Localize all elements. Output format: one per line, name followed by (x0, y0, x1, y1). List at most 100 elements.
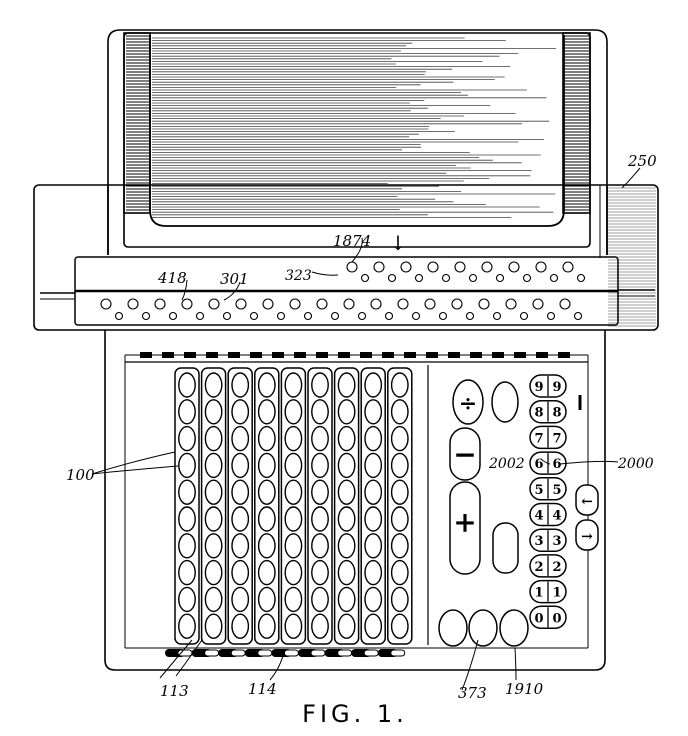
amount-key (178, 399, 196, 425)
minus-key[interactable] (449, 427, 481, 481)
upper-register-pin (360, 273, 370, 283)
blank-key-lower[interactable] (492, 522, 519, 574)
key-column-frame (200, 367, 227, 645)
amount-key (231, 425, 250, 452)
amount-key (178, 425, 196, 452)
release-bar-slot (390, 649, 406, 657)
digit-key-right-label: 7 (552, 431, 561, 446)
amount-key (364, 452, 383, 479)
housing-band (33, 184, 659, 331)
release-bar-slot (337, 649, 353, 657)
amount-key (178, 452, 196, 479)
bottom-key-373[interactable] (468, 609, 498, 647)
upper-register-dial (562, 261, 574, 273)
upper-register-pin (522, 273, 532, 283)
bottom-key-left[interactable] (438, 609, 468, 647)
digit-key-left-label: 8 (534, 406, 543, 421)
lower-register-dial (154, 298, 166, 310)
minus-glyph: − (453, 438, 476, 471)
release-bar-slot (204, 649, 220, 657)
lower-register-dial (289, 298, 301, 310)
ref-301: 301 (220, 270, 249, 288)
amount-key (204, 425, 223, 452)
lower-register-dial (208, 298, 220, 310)
lower-register-dial (316, 298, 328, 310)
ref-2002: 2002 (488, 456, 525, 472)
amount-key (337, 506, 356, 532)
lower-register-dial (127, 298, 139, 310)
amount-key (178, 586, 196, 613)
digit-key-left-label: 7 (534, 431, 543, 446)
lower-register-dial (181, 298, 193, 310)
amount-key (284, 372, 303, 398)
amount-key (337, 479, 356, 505)
ledge-block (558, 352, 570, 358)
amount-key (311, 586, 329, 613)
lower-register-dial (262, 298, 274, 310)
amount-key (337, 399, 356, 425)
amount-key (204, 559, 223, 586)
key-column-frame (307, 367, 333, 645)
amount-key (204, 372, 223, 398)
figure-caption: FIG. 1. (302, 700, 408, 728)
digit-key-left-label: 1 (534, 586, 543, 601)
release-bar-slot (310, 649, 326, 657)
lower-register-pin (573, 311, 583, 321)
right-arrow-key[interactable] (575, 519, 599, 551)
amount-key (337, 452, 356, 479)
upper-register-dial (508, 261, 520, 273)
key-column-frame (174, 367, 200, 645)
amount-key (364, 533, 383, 559)
amount-key (284, 479, 303, 505)
lower-register-pin (411, 311, 421, 321)
amount-key (284, 533, 303, 559)
amount-key (311, 559, 329, 586)
ledge-block (140, 352, 152, 358)
amount-key (390, 425, 409, 452)
amount-key (337, 372, 356, 398)
release-bar-slot (363, 649, 379, 657)
key-column-frame (333, 367, 360, 645)
blank-key-upper[interactable] (491, 381, 519, 423)
ref-1874: 1874 (333, 232, 371, 250)
lower-register-pin (276, 311, 286, 321)
lower-register-dial (478, 298, 490, 310)
lower-register-pin (330, 311, 340, 321)
digit-key-right-label: 1 (552, 586, 561, 601)
amount-key (284, 452, 303, 479)
indicator-arrow: ↓ (390, 231, 407, 255)
key-column-frame (360, 367, 386, 645)
digit-key-right-label: 3 (552, 534, 561, 549)
upper-register-pin (576, 273, 586, 283)
amount-key (257, 506, 276, 532)
amount-key (364, 399, 383, 425)
lower-register-pin (438, 311, 448, 321)
ledge-block (492, 352, 504, 358)
ref-100: 100 (66, 466, 95, 484)
ledge-block (228, 352, 240, 358)
divide-key[interactable] (452, 379, 484, 425)
plus-key[interactable] (449, 481, 481, 575)
digit-key-left-label: 0 (534, 611, 543, 626)
digit-key-left-label: 5 (534, 483, 543, 498)
arrow-left-glyph: ← (581, 494, 593, 510)
digit-key-right-label: 2 (552, 560, 561, 575)
amount-key (337, 533, 356, 559)
lower-register-pin (222, 311, 232, 321)
digit-key-right-label: 0 (552, 611, 561, 626)
left-arrow-key[interactable] (575, 484, 599, 516)
amount-key (311, 479, 329, 505)
ledge-block (514, 352, 526, 358)
bottom-key-1910[interactable] (499, 609, 529, 647)
digit-key-left-label: 6 (534, 457, 543, 472)
upper-register-dial (373, 261, 385, 273)
